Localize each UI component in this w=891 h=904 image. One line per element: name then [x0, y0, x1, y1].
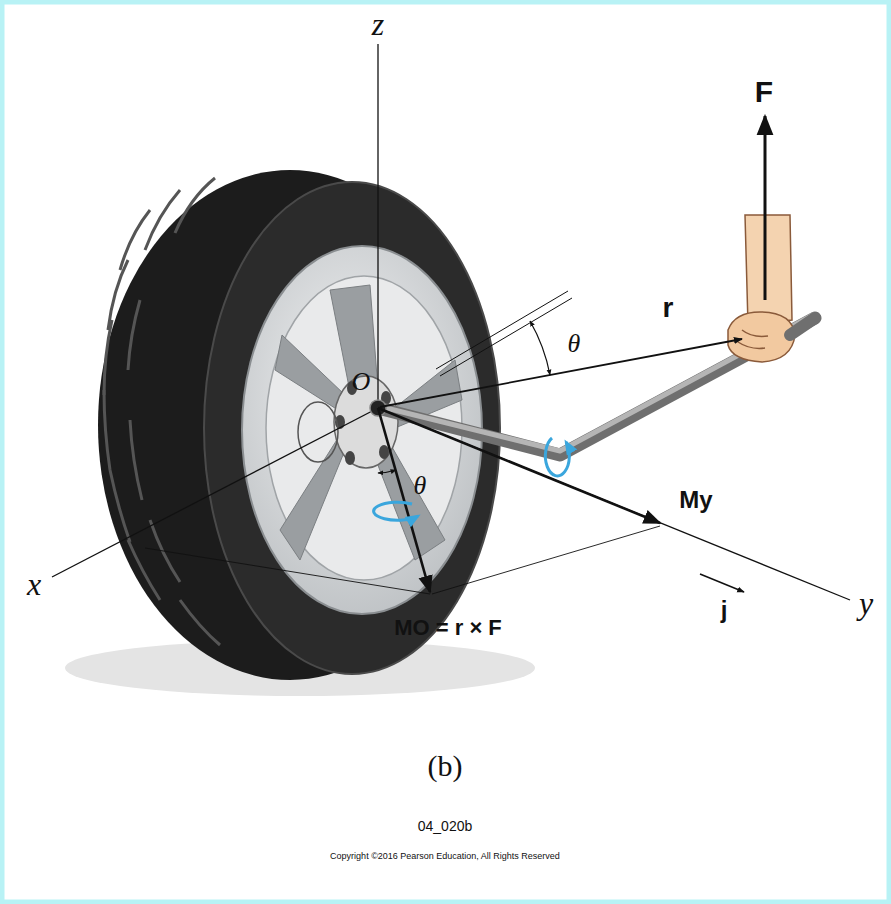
- rotation-arrow: [374, 502, 418, 520]
- angle-label: θ: [414, 473, 427, 499]
- axis-label: y: [859, 587, 873, 619]
- tread: [104, 178, 220, 645]
- z-axis: [377, 44, 378, 408]
- moment-o-vector: [378, 408, 430, 592]
- moment-equation: MO = r × F: [394, 617, 502, 639]
- force-arrow: [764, 116, 767, 300]
- moment-y-vector: [378, 408, 660, 523]
- moment-label: My: [679, 488, 712, 512]
- origin-label: O: [352, 369, 371, 395]
- angle-arc: [530, 321, 550, 375]
- position-vector: [380, 339, 742, 407]
- x-axis: [52, 408, 378, 577]
- copyright-note: Copyright ©2016 Pearson Education, All R…: [330, 852, 560, 861]
- axis-label: z: [372, 8, 384, 40]
- figure-id: 04_020b: [418, 819, 473, 833]
- rotation-arrow: [545, 438, 569, 476]
- force-label: F: [755, 77, 773, 107]
- angle-label: θ: [568, 331, 581, 357]
- unit-vector-label: j: [721, 598, 728, 622]
- subfigure-label: (b): [428, 751, 463, 781]
- vector-label: r: [663, 294, 674, 322]
- axis-label: x: [27, 568, 41, 600]
- unit-vector: [700, 574, 744, 592]
- y-axis: [378, 408, 850, 600]
